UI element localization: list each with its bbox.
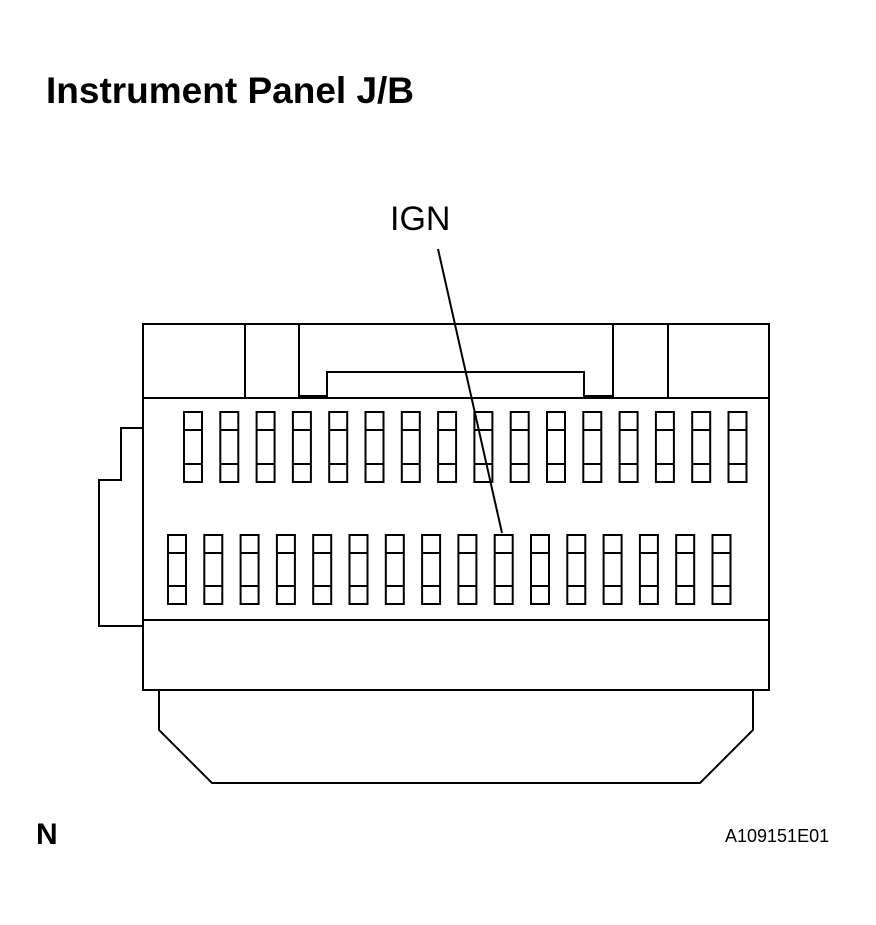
ign-leader-line bbox=[437, 248, 503, 534]
lower-fuse-8 bbox=[421, 534, 442, 605]
bottom-band bbox=[142, 619, 770, 691]
upper-fuse-row bbox=[183, 411, 748, 483]
upper-fuse-3 bbox=[255, 411, 276, 483]
upper-fuse-8 bbox=[437, 411, 458, 483]
fuse-body bbox=[98, 397, 770, 627]
diagram-title: Instrument Panel J/B bbox=[46, 70, 415, 111]
lower-fuse-7 bbox=[384, 534, 405, 605]
lower-fuse-10 bbox=[493, 534, 514, 605]
upper-fuse-13 bbox=[618, 411, 639, 483]
lower-fuse-13 bbox=[602, 534, 623, 605]
upper-fuse-4 bbox=[291, 411, 312, 483]
lower-fuse-12 bbox=[566, 534, 587, 605]
upper-fuse-16 bbox=[727, 411, 748, 483]
upper-fuse-7 bbox=[400, 411, 421, 483]
lower-fuse-16 bbox=[711, 534, 732, 605]
upper-fuse-15 bbox=[691, 411, 712, 483]
upper-fuse-11 bbox=[546, 411, 566, 483]
upper-fuse-10 bbox=[509, 411, 530, 483]
lower-fuse-2 bbox=[203, 534, 224, 605]
top-housing bbox=[142, 323, 770, 399]
lower-fuse-11 bbox=[530, 534, 550, 605]
bottom-tab bbox=[158, 690, 754, 784]
lower-fuse-1 bbox=[167, 534, 187, 605]
lower-fuse-3 bbox=[239, 534, 260, 605]
lower-fuse-4 bbox=[275, 534, 296, 605]
corner-letter: N bbox=[36, 818, 58, 851]
upper-fuse-14 bbox=[654, 411, 675, 483]
upper-fuse-9 bbox=[473, 411, 494, 483]
figure-id: A109151E01 bbox=[725, 826, 830, 846]
upper-fuse-12 bbox=[582, 411, 603, 483]
lower-fuse-9 bbox=[457, 534, 478, 605]
lower-fuse-row bbox=[167, 534, 732, 605]
lower-fuse-14 bbox=[638, 534, 659, 605]
upper-fuse-5 bbox=[328, 411, 349, 483]
upper-fuse-2 bbox=[219, 411, 240, 483]
upper-fuse-1 bbox=[183, 411, 203, 483]
ign-label: IGN bbox=[390, 200, 450, 238]
lower-fuse-6 bbox=[348, 534, 369, 605]
upper-fuse-6 bbox=[364, 411, 385, 483]
lower-fuse-15 bbox=[675, 534, 696, 605]
lower-fuse-5 bbox=[312, 534, 333, 605]
